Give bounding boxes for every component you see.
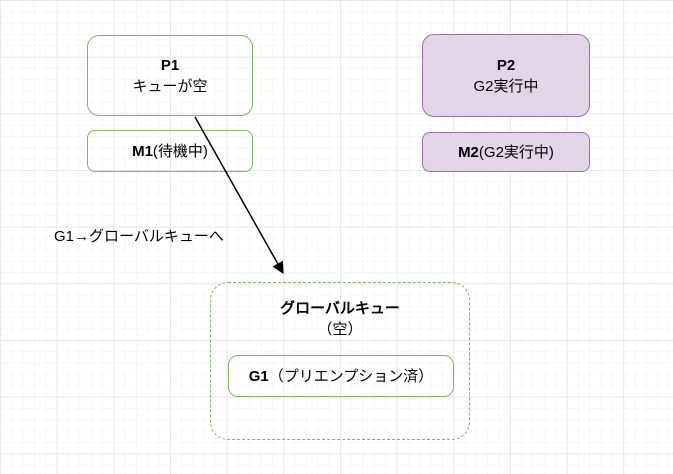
global-queue-title: グローバルキュー	[280, 300, 400, 317]
p2-status: G2実行中	[473, 77, 539, 95]
p2-node: P2 G2実行中	[422, 34, 590, 117]
m1-node: M1(待機中)	[87, 130, 253, 172]
p1-node: P1 キューが空	[87, 35, 253, 116]
global-queue-node: グローバルキュー （空） G1（プリエンプション済）	[210, 282, 470, 440]
g1-name: G1	[248, 367, 269, 385]
m2-status: (G2実行中)	[478, 143, 554, 161]
p2-title: P2	[496, 56, 516, 74]
p1-title: P1	[160, 56, 180, 74]
g1-node: G1（プリエンプション済）	[228, 355, 454, 397]
global-queue-status: （空）	[317, 321, 363, 338]
m2-node: M2(G2実行中)	[422, 132, 590, 172]
m1-status: (待機中)	[152, 142, 208, 160]
m2-name: M2	[458, 143, 479, 161]
p1-status: キューが空	[132, 77, 208, 95]
m1-name: M1	[132, 142, 153, 160]
arrow-label: G1→グローバルキューへ	[54, 228, 224, 245]
g1-status: （プリエンプション済）	[268, 367, 434, 385]
